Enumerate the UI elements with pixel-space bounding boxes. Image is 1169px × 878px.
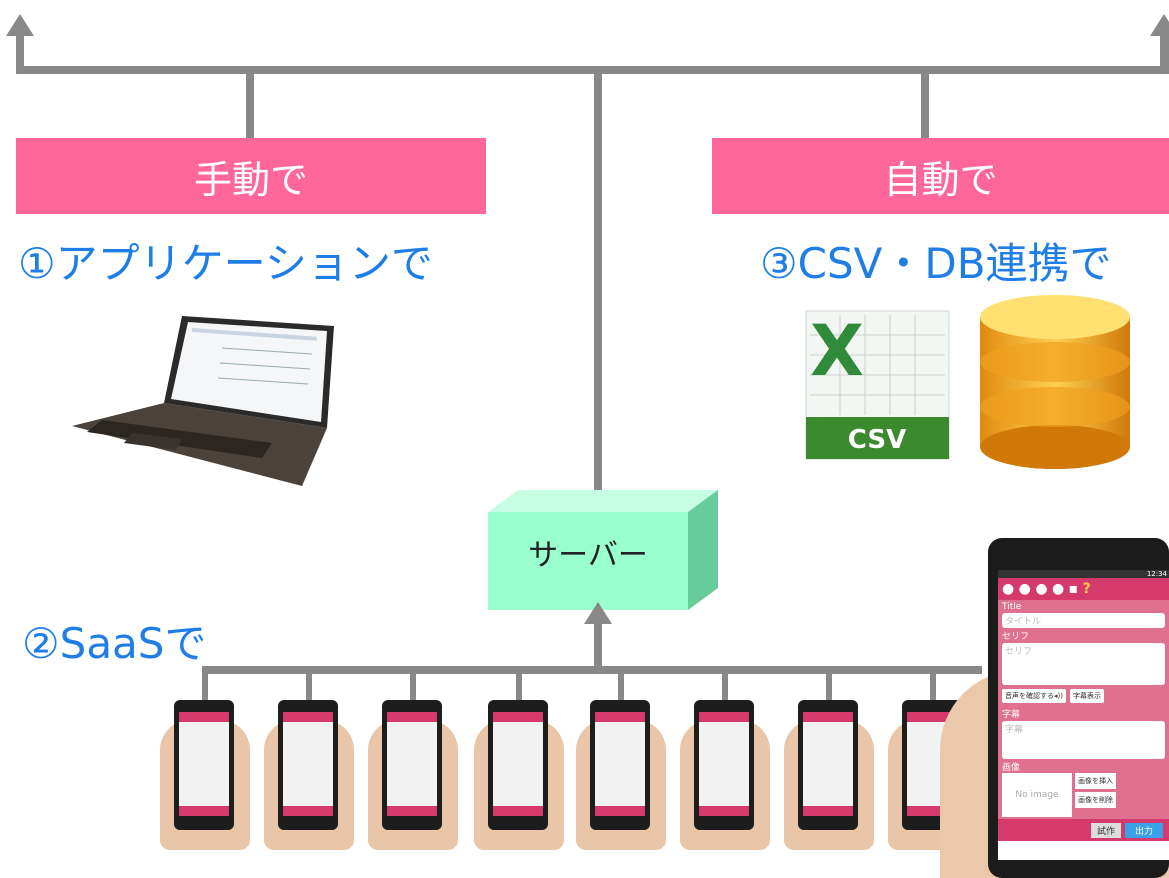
manual-tag: 手動で — [16, 138, 486, 214]
phone-footer: 試作 出力 — [998, 819, 1169, 841]
auto-tag: 自動で — [712, 138, 1169, 214]
manual-connector — [246, 70, 254, 140]
step-indicator: ● ● ● ● ▪ ? — [998, 578, 1169, 600]
trial-button[interactable]: 試作 — [1090, 822, 1121, 838]
svg-text:X: X — [810, 310, 864, 392]
saas-label: ②SaaSで — [22, 619, 207, 668]
manual-tag-label: 手動で — [193, 157, 308, 202]
image-label: 画像 — [1002, 763, 1021, 773]
auto-tag-label: 自動で — [883, 157, 998, 202]
laptop-icon — [72, 316, 334, 486]
title-label: Title — [1002, 602, 1022, 612]
serif-label: セリフ — [1002, 632, 1030, 642]
title-input[interactable]: タイトル — [1002, 613, 1165, 628]
right-up-line — [1160, 30, 1169, 74]
phone-screen: 12:34 ● ● ● ● ▪ ? Title タイトル セリフ セリフ 音声を… — [998, 570, 1169, 860]
status-time: 12:34 — [998, 570, 1169, 578]
phones-to-server-line — [594, 620, 602, 670]
smartphone-icon — [680, 700, 770, 850]
drop-1 — [202, 666, 208, 700]
csvdb-label: ③CSV・DB連携で — [760, 239, 1112, 288]
left-up-arrowhead — [6, 14, 34, 36]
serif-input[interactable]: セリフ — [1002, 643, 1165, 685]
drop-6 — [722, 666, 728, 700]
server-box — [488, 490, 718, 610]
server-label: サーバー — [528, 538, 648, 573]
smartphone-icon — [368, 700, 458, 850]
subtitle-show-button[interactable]: 字幕表示 — [1069, 689, 1104, 703]
smartphone-icon — [160, 700, 250, 850]
drop-7 — [826, 666, 832, 700]
insert-image-button[interactable]: 画像を挿入 — [1075, 773, 1116, 789]
smartphone-icon — [784, 700, 874, 850]
phones-bus-line — [202, 666, 982, 674]
server-arrowhead — [584, 602, 612, 624]
confirm-audio-button[interactable]: 音声を確認する◂)) — [1002, 689, 1066, 703]
app-label: ①アプリケーションで — [18, 239, 433, 288]
delete-image-button[interactable]: 画像を削除 — [1075, 792, 1116, 808]
smartphone-icon — [474, 700, 564, 850]
no-image: No image — [1002, 773, 1072, 817]
drop-2 — [306, 666, 312, 700]
database-icon — [980, 295, 1130, 469]
smartphone-icon — [576, 700, 666, 850]
large-smartphone: 12:34 ● ● ● ● ▪ ? Title タイトル セリフ セリフ 音声を… — [940, 530, 1169, 878]
excel-csv-icon: X CSV — [800, 305, 955, 465]
drop-5 — [618, 666, 624, 700]
drop-8 — [930, 666, 936, 700]
left-up-line — [16, 30, 24, 74]
subtitle-label: 字幕 — [1002, 710, 1021, 720]
right-up-arrowhead — [1150, 14, 1169, 36]
auto-connector — [921, 70, 929, 140]
csv-badge: CSV — [848, 425, 906, 455]
smartphone-icon — [264, 700, 354, 850]
drop-4 — [516, 666, 522, 700]
server-up-line — [594, 70, 602, 515]
subtitle-input[interactable]: 字幕 — [1002, 721, 1165, 759]
output-button[interactable]: 出力 — [1124, 822, 1163, 838]
drop-3 — [410, 666, 416, 700]
